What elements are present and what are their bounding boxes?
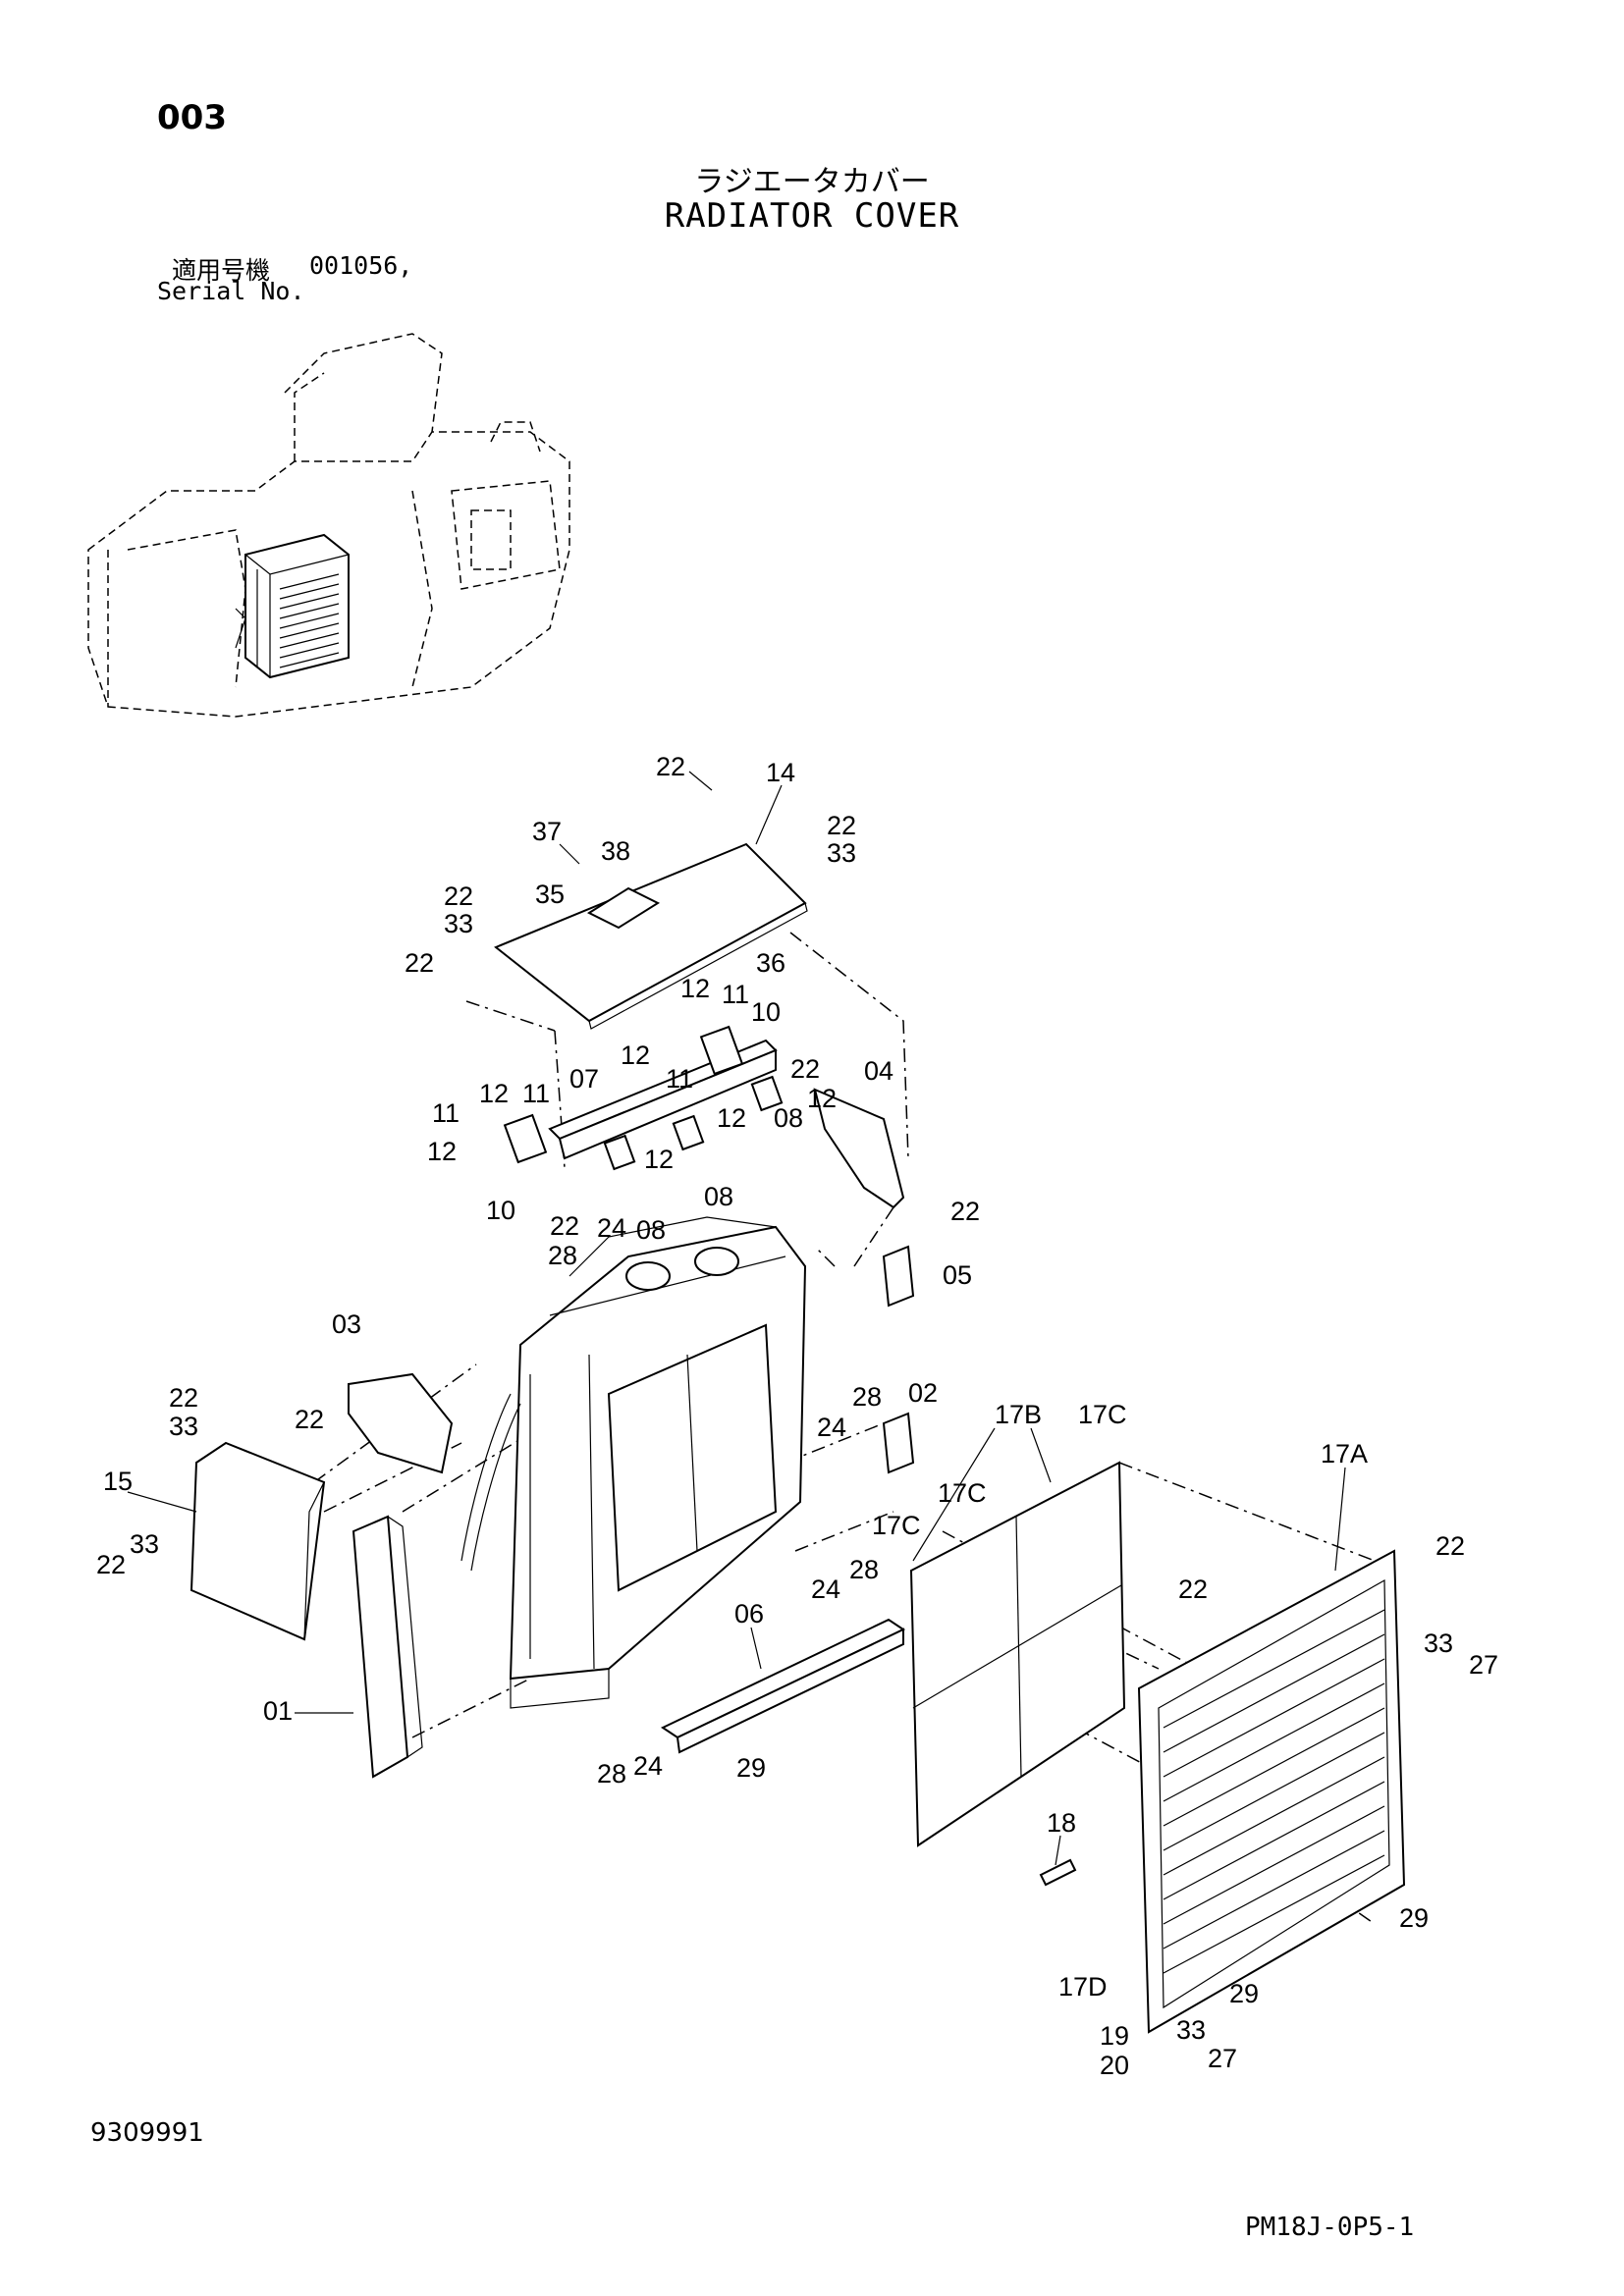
callout-label: 24 bbox=[817, 1413, 846, 1442]
callout-label: 22 bbox=[950, 1197, 980, 1226]
callout-label: 33 bbox=[130, 1529, 159, 1559]
callout-label: 17C bbox=[872, 1511, 921, 1540]
callout-label: 05 bbox=[943, 1260, 972, 1290]
callout-label: 24 bbox=[597, 1213, 626, 1243]
callout-labels: 22 14 22 33 37 38 35 22 33 22 36 12 11 1… bbox=[96, 752, 1498, 2080]
callout-label: 11 bbox=[722, 980, 749, 1009]
callout-label: 36 bbox=[756, 948, 785, 978]
callout-label: 18 bbox=[1047, 1808, 1076, 1838]
callout-label: 28 bbox=[852, 1382, 882, 1412]
sheet-code: PM18J-0P5-1 bbox=[1245, 2213, 1415, 2242]
callout-label: 33 bbox=[1176, 2015, 1206, 2045]
callout-label: 02 bbox=[908, 1378, 938, 1408]
callout-label: 11 bbox=[522, 1079, 550, 1108]
callout-label: 08 bbox=[774, 1103, 803, 1133]
callout-label: 17C bbox=[1078, 1400, 1127, 1429]
callout-label: 17A bbox=[1321, 1439, 1368, 1468]
callout-label: 08 bbox=[704, 1182, 733, 1211]
lower-bracket-03 bbox=[348, 1372, 454, 1474]
callout-label: 07 bbox=[569, 1064, 599, 1094]
callout-label: 11 bbox=[666, 1064, 693, 1094]
callout-label: 12 bbox=[621, 1041, 650, 1070]
callout-label: 22 bbox=[1178, 1575, 1208, 1604]
bracket-rail bbox=[503, 1025, 784, 1171]
callout-label: 33 bbox=[827, 838, 856, 868]
callout-label: 12 bbox=[717, 1103, 746, 1133]
callout-label: 15 bbox=[103, 1467, 133, 1496]
callout-label: 17C bbox=[938, 1478, 987, 1508]
side-panel-15 bbox=[189, 1441, 326, 1641]
callout-label: 03 bbox=[332, 1309, 361, 1339]
callout-label: 27 bbox=[1208, 2044, 1237, 2073]
serial-value: 001056, bbox=[309, 251, 413, 280]
callout-label: 28 bbox=[849, 1555, 879, 1584]
machine-overview-sketch bbox=[87, 333, 570, 718]
callout-label: 22 bbox=[550, 1211, 579, 1241]
callout-label: 28 bbox=[597, 1759, 626, 1789]
callout-label: 22 bbox=[295, 1405, 324, 1434]
callout-label: 22 bbox=[444, 881, 473, 911]
grille-door bbox=[1137, 1549, 1406, 2034]
callout-label: 22 bbox=[405, 948, 434, 978]
callout-label: 20 bbox=[1100, 2051, 1129, 2080]
callout-label: 10 bbox=[751, 997, 781, 1027]
callout-label: 17B bbox=[995, 1400, 1042, 1429]
callout-label: 24 bbox=[811, 1575, 840, 1604]
serial-label-japanese: 適用号機 bbox=[172, 256, 271, 285]
document-code: 9309991 bbox=[90, 2118, 204, 2148]
callout-label: 08 bbox=[636, 1215, 666, 1245]
callout-label: 12 bbox=[807, 1084, 837, 1113]
callout-label: 29 bbox=[1399, 1903, 1429, 1933]
bottom-rail-06 bbox=[660, 1618, 906, 1754]
callout-label: 22 bbox=[96, 1550, 126, 1579]
callout-label: 06 bbox=[734, 1599, 764, 1629]
callout-label: 35 bbox=[535, 880, 565, 909]
callout-label: 12 bbox=[427, 1137, 457, 1166]
title-japanese: ラジエータカバー bbox=[694, 165, 930, 199]
callout-label: 33 bbox=[1424, 1629, 1453, 1658]
side-bracket-02 bbox=[882, 1412, 915, 1474]
callout-label: 27 bbox=[1469, 1650, 1498, 1680]
side-bracket-05 bbox=[882, 1245, 915, 1308]
callout-label: 24 bbox=[633, 1751, 663, 1781]
callout-label: 22 bbox=[656, 752, 685, 781]
mesh-screen bbox=[909, 1461, 1126, 1847]
callout-label: 37 bbox=[532, 817, 562, 846]
callout-label: 28 bbox=[548, 1241, 577, 1270]
page-title: RADIATOR COVER bbox=[664, 196, 960, 236]
callout-label: 33 bbox=[444, 909, 473, 938]
callout-label: 11 bbox=[432, 1098, 460, 1128]
callout-label: 22 bbox=[827, 811, 856, 840]
callout-label: 19 bbox=[1100, 2021, 1129, 2051]
callout-label: 01 bbox=[263, 1696, 293, 1726]
radiator-core bbox=[460, 1216, 807, 1709]
callout-label: 10 bbox=[486, 1196, 515, 1225]
leader-lines bbox=[127, 771, 1346, 1866]
vertical-post-01 bbox=[352, 1515, 423, 1779]
page-number: 003 bbox=[157, 98, 227, 137]
latch-18 bbox=[1039, 1858, 1077, 1887]
callout-label: 22 bbox=[790, 1054, 820, 1084]
callout-label: 12 bbox=[479, 1079, 509, 1108]
callout-label: 22 bbox=[1435, 1531, 1465, 1561]
callout-label: 22 bbox=[169, 1383, 198, 1413]
top-cover-plate bbox=[494, 842, 808, 1030]
callout-label: 17D bbox=[1058, 1972, 1108, 2002]
side-bracket-04 bbox=[813, 1088, 905, 1209]
callout-label: 14 bbox=[766, 758, 795, 787]
callout-label: 12 bbox=[644, 1145, 674, 1174]
callout-label: 38 bbox=[601, 836, 630, 866]
callout-label: 12 bbox=[680, 974, 710, 1003]
callout-label: 29 bbox=[736, 1753, 766, 1783]
serial-label: Serial No. bbox=[157, 277, 305, 305]
callout-label: 29 bbox=[1229, 1979, 1259, 2008]
callout-label: 33 bbox=[169, 1412, 198, 1441]
callout-label: 04 bbox=[864, 1056, 893, 1086]
